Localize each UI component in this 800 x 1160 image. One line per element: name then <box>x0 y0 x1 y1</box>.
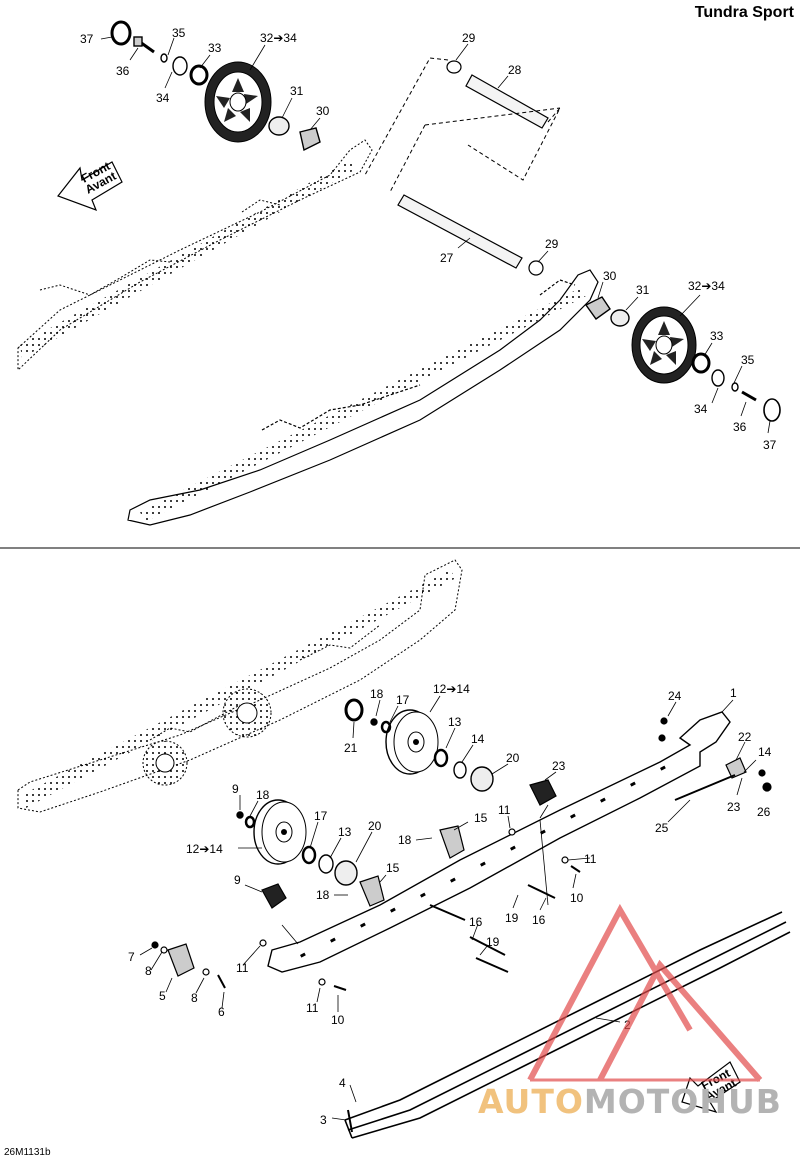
callout: 9 <box>232 782 239 796</box>
main-slide-rail <box>267 711 731 973</box>
dotted-wheel-right <box>222 688 272 738</box>
callout: 8 <box>145 964 152 978</box>
callout: 18 <box>370 687 384 701</box>
callout: 14 <box>471 732 485 746</box>
callout: 15 <box>386 861 400 875</box>
watermark-part1: AUTO <box>478 1082 584 1121</box>
callout: 35 <box>741 353 755 367</box>
wheel-hardware-top-left <box>110 20 321 152</box>
idler-wheel-bottom-upper <box>385 709 439 775</box>
watermark-text: AUTOMOTOHUB <box>478 1082 782 1121</box>
drawing-code: 26M1131b <box>4 1147 51 1158</box>
slider-shoe <box>344 911 791 1139</box>
callout: 20 <box>506 751 520 765</box>
front-rail-holes <box>140 288 586 522</box>
callouts-bottom: 18 17 12➔14 24 1 21 13 14 20 22 23 9 18 … <box>128 682 772 1127</box>
callout: 32➔34 <box>260 31 297 45</box>
callout: 31 <box>290 84 304 98</box>
dotted-wheel-left <box>142 740 188 786</box>
front-rail <box>127 269 599 526</box>
callout: 10 <box>570 891 584 905</box>
callout: 11 <box>236 961 249 975</box>
callout: 29 <box>462 31 476 45</box>
callout: 19 <box>505 911 519 925</box>
callout: 18 <box>398 833 412 847</box>
wheel-hardware-bottom <box>236 698 494 886</box>
callout: 25 <box>655 821 669 835</box>
callout: 29 <box>545 237 559 251</box>
callout: 35 <box>172 26 186 40</box>
callout: 36 <box>116 64 130 78</box>
model-title: Tundra Sport <box>694 4 794 21</box>
callout: 17 <box>396 693 410 707</box>
callout: 28 <box>508 63 522 77</box>
callout: 16 <box>532 913 546 927</box>
callout: 24 <box>668 689 682 703</box>
callout: 1 <box>730 686 737 700</box>
watermark-part2: MOTOHUB <box>583 1082 782 1121</box>
leader-lines-top <box>100 36 771 434</box>
callout: 26 <box>757 805 771 819</box>
callout: 12➔14 <box>186 842 223 856</box>
callout: 34 <box>156 91 170 105</box>
callout: 15 <box>474 811 488 825</box>
callout: 11 <box>306 1001 319 1015</box>
callout: 19 <box>486 935 500 949</box>
callout: 36 <box>733 420 747 434</box>
callout: 10 <box>331 1013 345 1027</box>
wheel-hardware-top-right <box>584 296 781 422</box>
callout: 13 <box>448 715 462 729</box>
callouts-top: 37 35 33 32➔34 36 34 31 30 29 28 27 29 3… <box>80 26 777 452</box>
callout: 37 <box>763 438 777 452</box>
callout: 8 <box>191 991 198 1005</box>
callout: 22 <box>738 730 752 744</box>
callout: 32➔34 <box>688 279 725 293</box>
callout: 13 <box>338 825 352 839</box>
bottom-misc-parts <box>151 717 772 1133</box>
idler-wheel-top-right <box>631 306 697 384</box>
callout: 11 <box>498 803 511 817</box>
leader-lines-bottom <box>139 695 757 1121</box>
callout: 14 <box>758 745 772 759</box>
shaft-27 <box>397 194 544 276</box>
callout: 30 <box>316 104 330 118</box>
idler-wheel-top-left <box>204 61 272 143</box>
shaft-dashed-links <box>364 57 561 193</box>
shaft-28 <box>446 60 549 129</box>
callout: 3 <box>320 1113 327 1127</box>
callout: 12➔14 <box>433 682 470 696</box>
callout: 30 <box>603 269 617 283</box>
rear-rail-dotted <box>17 139 373 372</box>
callout: 5 <box>159 989 166 1003</box>
callout: 23 <box>727 800 741 814</box>
callout: 37 <box>80 32 94 46</box>
front-direction-arrow-top: Front Avant <box>57 159 123 212</box>
callout: 33 <box>710 329 724 343</box>
callout: 9 <box>234 873 241 887</box>
callout: 7 <box>128 950 135 964</box>
callout: 4 <box>339 1076 346 1090</box>
callout: 23 <box>552 759 566 773</box>
callout: 11 <box>584 852 597 866</box>
callout: 18 <box>316 888 330 902</box>
callout: 17 <box>314 809 328 823</box>
watermark-logo <box>527 903 763 1082</box>
callout: 34 <box>694 402 708 416</box>
callout: 33 <box>208 41 222 55</box>
callout: 27 <box>440 251 454 265</box>
rear-rail-holes <box>20 160 358 358</box>
callout: 16 <box>469 915 483 929</box>
callout: 21 <box>344 741 358 755</box>
callout: 18 <box>256 788 270 802</box>
idler-wheel-bottom-lower <box>253 799 307 865</box>
callout: 6 <box>218 1005 225 1019</box>
rear-rail-holes-bottom <box>22 570 456 808</box>
callout: 31 <box>636 283 650 297</box>
callout: 20 <box>368 819 382 833</box>
